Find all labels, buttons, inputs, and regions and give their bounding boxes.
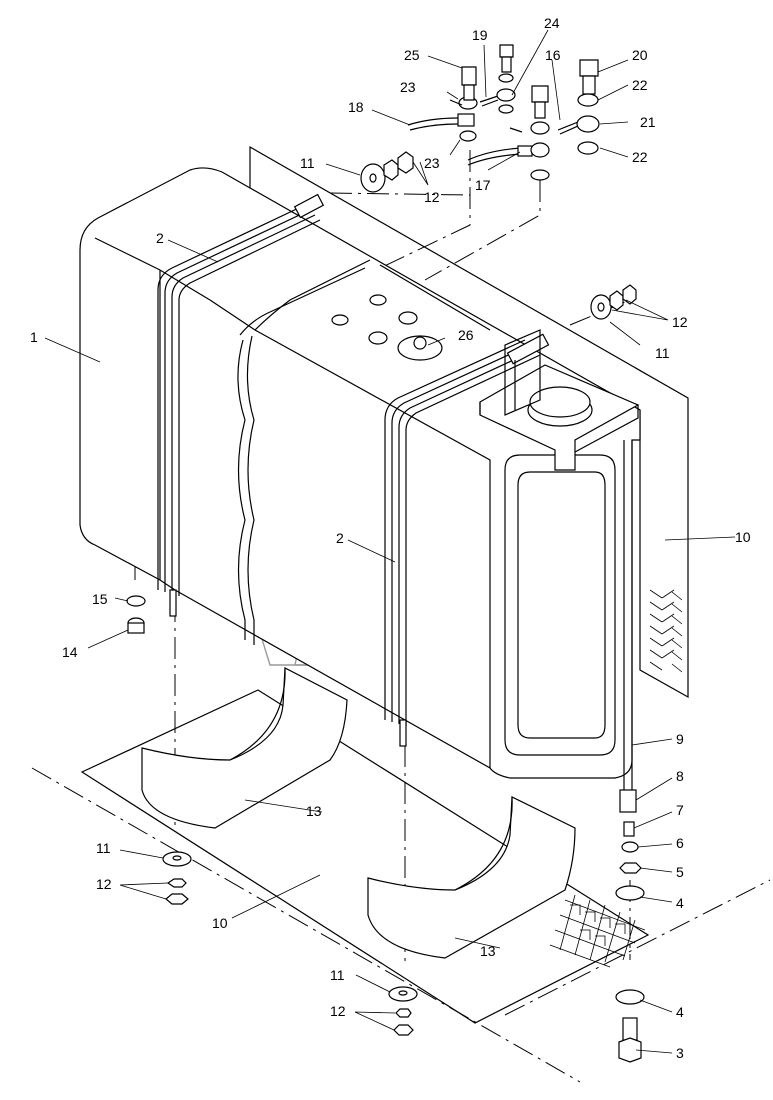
fuel-tank — [79, 167, 641, 779]
fuel-line-fittings — [407, 44, 600, 181]
callout-1: 1 — [30, 329, 38, 345]
callout-10-plate: 10 — [735, 529, 751, 545]
callout-9: 9 — [676, 731, 684, 747]
callout-22-bottom: 22 — [632, 149, 648, 165]
leader-lines — [44, 29, 736, 1054]
strap-bottom-hardware-left — [162, 851, 192, 905]
callout-26: 26 — [458, 327, 474, 343]
callout-18: 18 — [348, 99, 364, 115]
callout-16: 16 — [545, 47, 561, 63]
strap-bottom-hardware-right — [388, 986, 418, 1036]
callout-2-right: 2 — [336, 530, 344, 546]
callout-12-left-bottom: 12 — [96, 876, 112, 892]
callout-24: 24 — [544, 15, 560, 31]
callout-21: 21 — [640, 114, 656, 130]
callout-4-bottom: 4 — [676, 1004, 684, 1020]
callout-13-right: 13 — [480, 943, 496, 959]
callout-12-right: 12 — [672, 314, 688, 330]
callout-17: 17 — [475, 177, 491, 193]
callout-11-left-bottom: 11 — [96, 840, 111, 856]
callout-19: 19 — [472, 27, 488, 43]
callout-2-left: 2 — [156, 230, 164, 246]
callout-25: 25 — [404, 47, 420, 63]
callouts: 1 2 2 3 4 4 5 6 7 8 9 10 10 11 11 11 11 … — [30, 15, 751, 1061]
callout-11-right: 11 — [655, 345, 670, 361]
callout-7: 7 — [676, 802, 684, 818]
callout-11-top: 11 — [300, 155, 315, 171]
drain-plug — [126, 595, 146, 634]
strap-right — [384, 333, 550, 747]
mounting-pad-left — [141, 667, 348, 829]
callout-11-right-bottom: 11 — [330, 967, 345, 983]
mounting-pad-right — [367, 796, 576, 959]
callout-3: 3 — [676, 1045, 684, 1061]
callout-23-top: 23 — [400, 79, 416, 95]
callout-8: 8 — [676, 768, 684, 784]
callout-12-top: 12 — [424, 189, 440, 205]
callout-23-bottom: 23 — [424, 155, 440, 171]
top-bolt-hardware — [360, 151, 414, 193]
strap-left — [157, 193, 325, 617]
base-plate — [80, 689, 650, 1024]
filler-neck — [479, 329, 640, 471]
callout-20: 20 — [632, 47, 648, 63]
callout-13-left: 13 — [306, 803, 322, 819]
callout-10-base: 10 — [212, 915, 228, 931]
callout-4-top: 4 — [676, 895, 684, 911]
callout-6: 6 — [676, 835, 684, 851]
callout-5: 5 — [676, 864, 684, 880]
callout-15: 15 — [92, 591, 108, 607]
callout-12-right-bottom: 12 — [330, 1003, 346, 1019]
callout-22-top: 22 — [632, 77, 648, 93]
drain-hose-assembly — [615, 440, 645, 1063]
callout-14: 14 — [62, 644, 78, 660]
right-bolt-hardware — [590, 284, 637, 320]
tank-top-fittings — [331, 294, 443, 361]
